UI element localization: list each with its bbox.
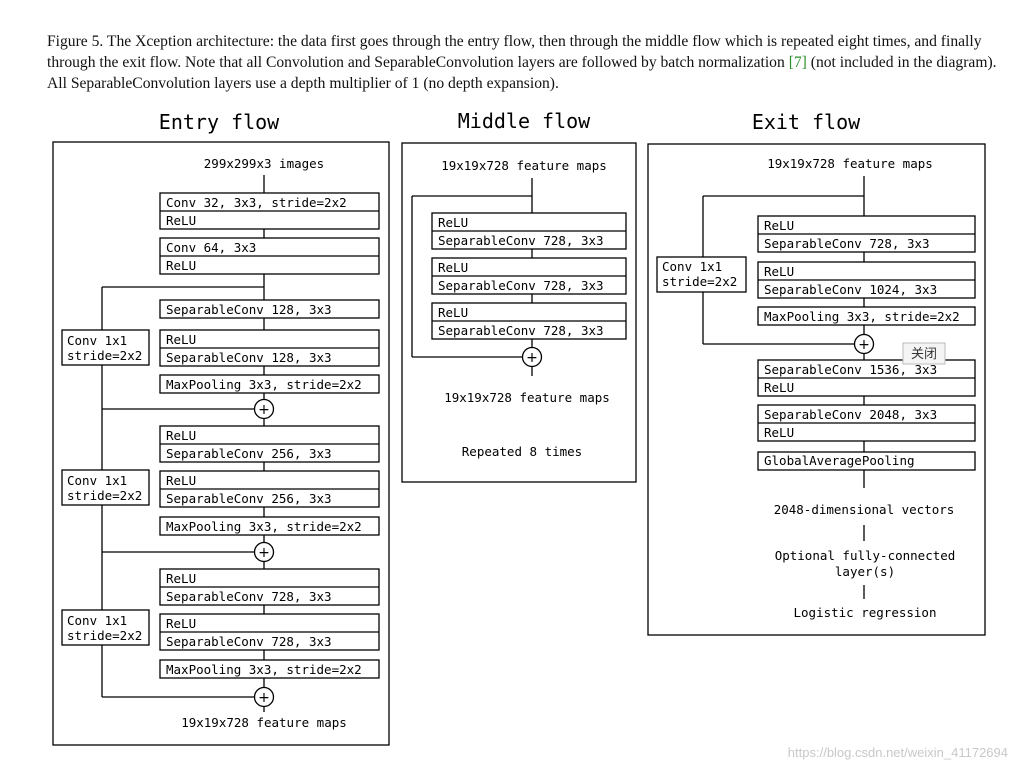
exit-sepconv1024-label: SeparableConv 1024, 3x3 <box>764 282 937 297</box>
exit-sepconv2048-label: SeparableConv 2048, 3x3 <box>764 407 937 422</box>
caption-text-1: Figure 5. The Xception architecture: the… <box>47 33 982 71</box>
exit-logreg-label: Logistic regression <box>794 605 937 620</box>
entry-sepconv128-label: SeparableConv 128, 3x3 <box>166 350 332 365</box>
exit-fc-label-1: Optional fully-connected <box>775 548 956 563</box>
exit-relu-label: ReLU <box>764 264 794 279</box>
entry-relu-label: ReLU <box>166 213 196 228</box>
exit-skip-stride-label: stride=2x2 <box>662 274 737 289</box>
entry-relu-label: ReLU <box>166 473 196 488</box>
entry-sepconv256-label: SeparableConv 256, 3x3 <box>166 446 332 461</box>
entry-sepconv728-label: SeparableConv 728, 3x3 <box>166 634 332 649</box>
middle-relu-label: ReLU <box>438 215 468 230</box>
middle-add: + <box>526 350 538 366</box>
diagram-lines <box>52 141 986 746</box>
exit-relu-label: ReLU <box>764 218 794 233</box>
entry-maxpool-label: MaxPooling 3x3, stride=2x2 <box>166 519 362 534</box>
entry-skip-conv-label: Conv 1x1 <box>67 473 127 488</box>
entry-sepconv728-label: SeparableConv 728, 3x3 <box>166 589 332 604</box>
entry-flow-title: Entry flow <box>159 110 280 134</box>
entry-skip-conv-label: Conv 1x1 <box>67 613 127 628</box>
entry-sepconv128-label: SeparableConv 128, 3x3 <box>166 302 332 317</box>
exit-sepconv728-label: SeparableConv 728, 3x3 <box>764 236 930 251</box>
exit-fc-label-2: layer(s) <box>835 564 895 579</box>
entry-add-1: + <box>258 402 270 418</box>
watermark: https://blog.csdn.net/weixin_41172694 <box>787 745 1008 760</box>
entry-add-2: + <box>258 545 270 561</box>
close-tooltip-label[interactable]: 关闭 <box>911 347 937 362</box>
entry-relu-label: ReLU <box>166 616 196 631</box>
exit-skip-conv-label: Conv 1x1 <box>662 259 722 274</box>
middle-input-label: 19x19x728 feature maps <box>441 158 607 173</box>
exit-relu-label: ReLU <box>764 380 794 395</box>
exit-add: + <box>858 337 870 353</box>
middle-repeat-label: Repeated 8 times <box>462 444 582 459</box>
middle-relu-label: ReLU <box>438 260 468 275</box>
entry-input-label: 299x299x3 images <box>204 156 324 171</box>
entry-conv64-label: Conv 64, 3x3 <box>166 240 256 255</box>
exit-flow-panel <box>647 143 986 636</box>
entry-skip-stride-label: stride=2x2 <box>67 348 142 363</box>
figure-caption: Figure 5. The Xception architecture: the… <box>47 31 1002 94</box>
middle-sepconv-label: SeparableConv 728, 3x3 <box>438 323 604 338</box>
exit-flow-title: Exit flow <box>752 110 861 134</box>
entry-skip-stride-label: stride=2x2 <box>67 488 142 503</box>
close-tooltip[interactable]: 关闭 <box>902 342 946 365</box>
exit-relu-label: ReLU <box>764 425 794 440</box>
entry-output-label: 19x19x728 feature maps <box>181 715 347 730</box>
entry-add-3: + <box>258 690 270 706</box>
entry-skip-conv-label: Conv 1x1 <box>67 333 127 348</box>
entry-relu-label: ReLU <box>166 258 196 273</box>
entry-relu-label: ReLU <box>166 571 196 586</box>
middle-flow-title: Middle flow <box>458 109 591 133</box>
middle-output-label: 19x19x728 feature maps <box>444 390 610 405</box>
middle-relu-label: ReLU <box>438 305 468 320</box>
entry-sepconv256-label: SeparableConv 256, 3x3 <box>166 491 332 506</box>
citation-link[interactable]: [7] <box>788 54 807 71</box>
caption-text-2: (not included in the diagram). All Separ… <box>47 54 997 92</box>
exit-input-label: 19x19x728 feature maps <box>767 156 933 171</box>
entry-relu-label: ReLU <box>166 332 196 347</box>
middle-sepconv-label: SeparableConv 728, 3x3 <box>438 233 604 248</box>
exit-maxpool-label: MaxPooling 3x3, stride=2x2 <box>764 309 960 324</box>
entry-relu-label: ReLU <box>166 428 196 443</box>
exit-gap-label: GlobalAveragePooling <box>764 453 915 468</box>
exit-vectors-label: 2048-dimensional vectors <box>774 502 955 517</box>
exit-sepconv1536-label: SeparableConv 1536, 3x3 <box>764 362 937 377</box>
entry-conv32-label: Conv 32, 3x3, stride=2x2 <box>166 195 347 210</box>
middle-flow-panel <box>401 142 637 483</box>
entry-flow-panel <box>52 141 390 746</box>
entry-skip-stride-label: stride=2x2 <box>67 628 142 643</box>
middle-sepconv-label: SeparableConv 728, 3x3 <box>438 278 604 293</box>
entry-maxpool-label: MaxPooling 3x3, stride=2x2 <box>166 377 362 392</box>
entry-maxpool-label: MaxPooling 3x3, stride=2x2 <box>166 662 362 677</box>
